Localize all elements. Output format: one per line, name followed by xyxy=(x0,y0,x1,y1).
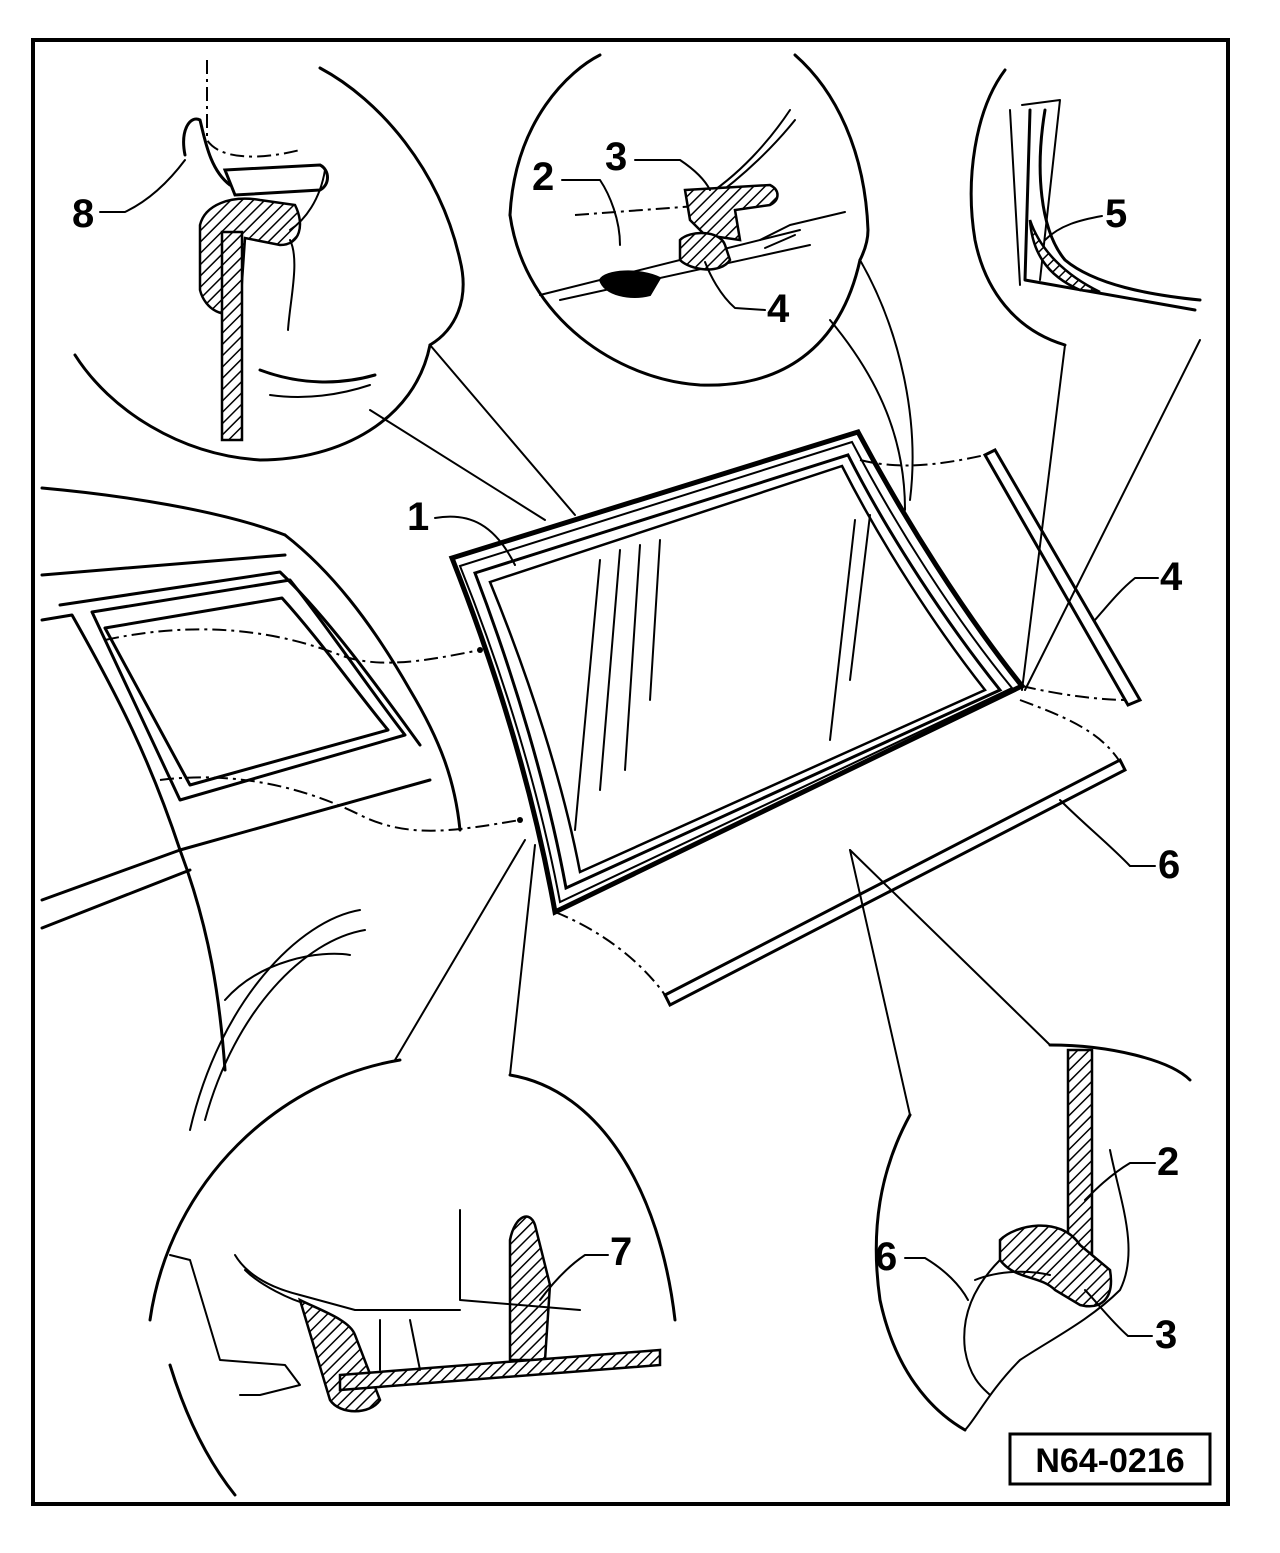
window-glass-assembly xyxy=(448,429,1026,916)
callout-2-bottom-label: 2 xyxy=(1157,1140,1179,1184)
callout-6-bottom-label: 6 xyxy=(875,1235,897,1279)
figure-border xyxy=(31,38,1230,1506)
strip-attachment-dash-lines xyxy=(554,454,1129,996)
callout-7-label: 7 xyxy=(610,1230,632,1274)
detail-circle-top-right xyxy=(969,68,1202,347)
callout-5: 5 xyxy=(1044,192,1127,241)
zoom-leader-lines xyxy=(369,259,1201,1116)
callout-3-bottom-label: 3 xyxy=(1155,1313,1177,1357)
detail-circle-bottom-right xyxy=(874,1043,1192,1432)
callout-6-side-label: 6 xyxy=(1158,843,1180,887)
detail-circle-top-left xyxy=(73,60,465,462)
detail-circle-bottom-left xyxy=(148,1058,677,1497)
callout-2-top-label: 2 xyxy=(532,155,554,199)
callout-4-side-label: 4 xyxy=(1160,555,1183,599)
seal-strip-side xyxy=(982,448,1143,707)
callout-8: 8 xyxy=(72,159,186,236)
callout-1-label: 1 xyxy=(407,495,429,539)
callout-4-top: 4 xyxy=(704,261,790,331)
reference-code: N64-0216 xyxy=(1035,1442,1184,1480)
callout-4-side: 4 xyxy=(1094,555,1183,621)
callout-5-label: 5 xyxy=(1105,192,1127,236)
reference-code-box: N64-0216 xyxy=(1008,1432,1212,1486)
callout-7: 7 xyxy=(539,1230,632,1301)
seal-strip-bottom xyxy=(662,757,1128,1008)
callout-3-top-label: 3 xyxy=(605,135,627,179)
car-body-outline xyxy=(40,486,462,1131)
callout-2-bottom: 2 xyxy=(1084,1140,1179,1201)
callout-4-top-label: 4 xyxy=(767,287,790,331)
callout-3-bottom: 3 xyxy=(1084,1289,1177,1357)
car-attachment-dash-lines xyxy=(104,628,523,832)
callout-2-top: 2 xyxy=(532,155,621,246)
callout-6-side: 6 xyxy=(1059,799,1180,887)
callout-8-label: 8 xyxy=(72,192,94,236)
callout-6-bottom: 6 xyxy=(875,1235,969,1301)
detail-circle-top-center xyxy=(508,53,870,387)
callout-1: 1 xyxy=(407,495,516,566)
callout-3-top: 3 xyxy=(605,135,711,191)
